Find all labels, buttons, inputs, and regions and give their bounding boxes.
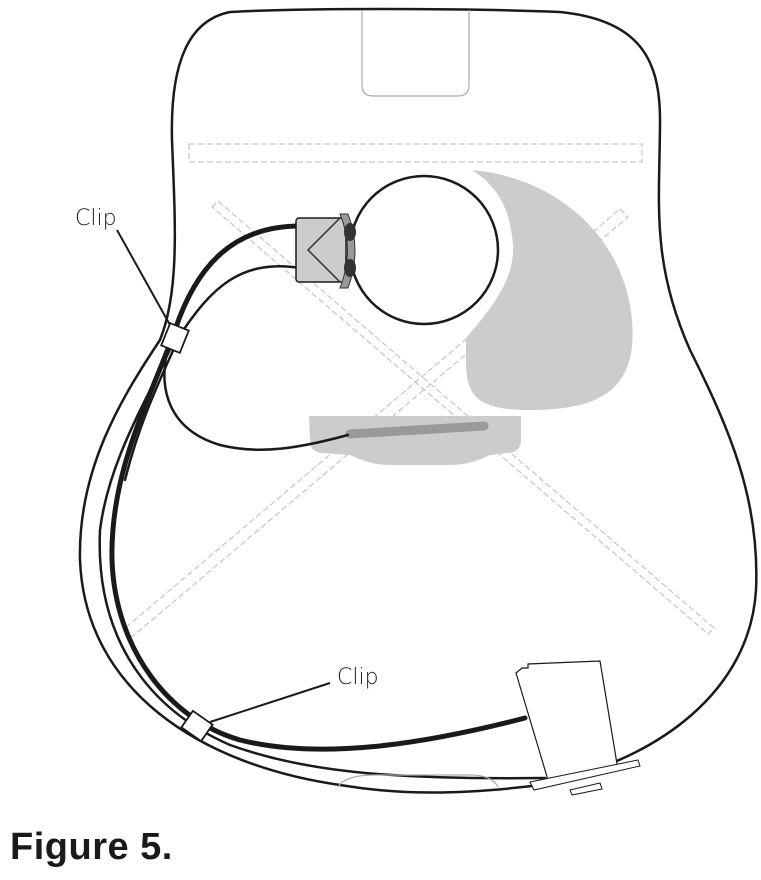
tail-block	[337, 774, 499, 788]
x-braces	[123, 200, 715, 638]
main-cable	[109, 223, 528, 752]
guitar-body-outline	[78, 7, 758, 794]
clip-upper: Clip	[75, 206, 190, 355]
saddle-pickup	[345, 421, 489, 439]
saddle-cable	[163, 338, 350, 451]
figure-caption: Figure 5.	[10, 826, 173, 868]
outer-cable	[98, 328, 547, 780]
soundhole-pickup	[295, 213, 356, 289]
endpin-jack-preamp	[515, 660, 641, 796]
neck-block	[361, 10, 470, 97]
clip-lower: Clip	[180, 665, 379, 743]
soundhole	[348, 174, 500, 326]
upper-transverse-brace	[188, 143, 643, 163]
clip-upper-label: Clip	[75, 206, 117, 231]
pickguard	[466, 170, 633, 410]
clip-lower-label: Clip	[337, 665, 379, 690]
